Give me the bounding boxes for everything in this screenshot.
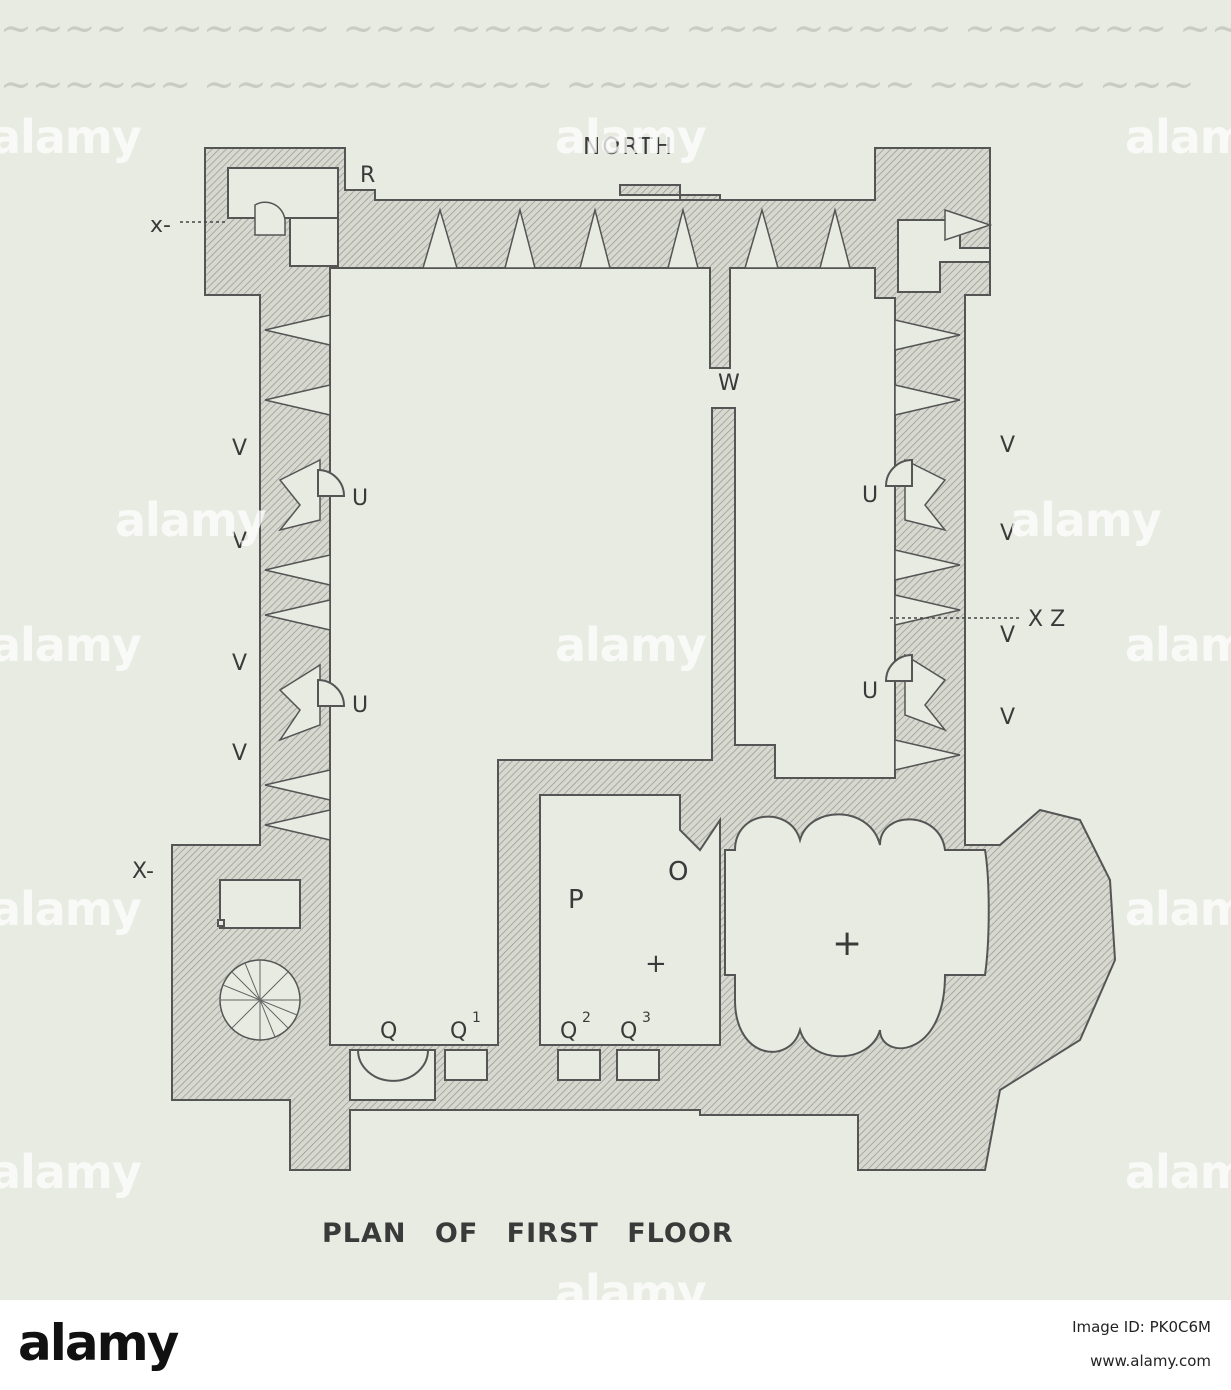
plan-labels: NORTH R x- W V U V V U V V U V X Z V U V…	[132, 134, 1065, 1044]
label-v-e3: V	[1000, 623, 1015, 648]
watermark: alamy	[1010, 493, 1162, 547]
label-u-e2: U	[862, 679, 878, 704]
label-v-e4: V	[1000, 705, 1015, 730]
watermark: alamy	[555, 618, 707, 672]
label-u-w2: U	[352, 693, 368, 718]
plan-caption: PLAN OF FIRST FLOOR	[322, 1218, 734, 1249]
label-q: Q	[380, 1019, 397, 1044]
label-p: P	[568, 885, 584, 915]
north-window-splays	[421, 207, 851, 269]
east-window-splays	[894, 208, 993, 771]
label-u-w1: U	[352, 486, 368, 511]
label-x-sw: X-	[132, 859, 154, 884]
footer-url-link[interactable]: www.alamy.com	[1090, 1352, 1211, 1370]
watermark: alamy	[0, 618, 142, 672]
label-x-nw: x-	[150, 213, 171, 238]
watermark: alamy	[115, 493, 267, 547]
label-v-w1: V	[232, 436, 247, 461]
watermark: alamy	[0, 1145, 142, 1199]
q-garderobes	[349, 1049, 660, 1101]
image-id-label: Image ID: PK0C6M	[1072, 1318, 1211, 1336]
label-q2: Q	[560, 1019, 577, 1044]
watermark: alamy	[1125, 882, 1231, 936]
watermark: alamy	[1125, 110, 1231, 164]
label-o: O	[668, 857, 688, 887]
scanned-page: ~~~~ ~~~~~~ ~~~ ~~~~~~~ ~~~ ~~~~~ ~~~ ~~…	[0, 6, 1231, 1319]
u-recesses	[317, 458, 913, 707]
watermark: alamy	[1125, 618, 1231, 672]
label-q3: Q	[620, 1019, 637, 1044]
stock-footer: alamy Image ID: PK0C6M www.alamy.com	[0, 1300, 1231, 1390]
watermark: alamy	[0, 882, 142, 936]
label-q2-sup: 2	[582, 1010, 591, 1026]
watermark: alamy	[555, 110, 707, 164]
label-w: W	[718, 371, 740, 396]
watermark: alamy	[1125, 1145, 1231, 1199]
label-v-w4: V	[232, 741, 247, 766]
label-r: R	[360, 163, 375, 188]
west-window-splays	[264, 314, 331, 841]
label-v-w3: V	[232, 651, 247, 676]
label-north: NORTH	[583, 134, 674, 160]
section-lines	[180, 221, 1022, 619]
label-v-e1: V	[1000, 433, 1015, 458]
label-cross-p: +	[645, 949, 667, 979]
label-v-e2: V	[1000, 521, 1015, 546]
label-xz: X Z	[1028, 607, 1065, 632]
label-q1: Q	[450, 1019, 467, 1044]
label-q1-sup: 1	[472, 1010, 481, 1026]
label-v-w2: V	[232, 529, 247, 554]
watermark: alamy	[0, 110, 142, 164]
interior-spaces	[217, 167, 991, 1058]
floor-plan: NORTH R x- W V U V V U V V U V X Z V U V…	[132, 134, 1117, 1171]
label-u-e1: U	[862, 483, 878, 508]
label-cross-chapel: +	[832, 923, 862, 964]
footer-logo[interactable]: alamy	[18, 1314, 179, 1372]
label-q3-sup: 3	[642, 1010, 651, 1026]
newel-stairs	[219, 201, 301, 1041]
bleed-through-text: ~~~~ ~~~~~~ ~~~ ~~~~~~~ ~~~ ~~~~~ ~~~ ~~…	[0, 6, 1231, 106]
